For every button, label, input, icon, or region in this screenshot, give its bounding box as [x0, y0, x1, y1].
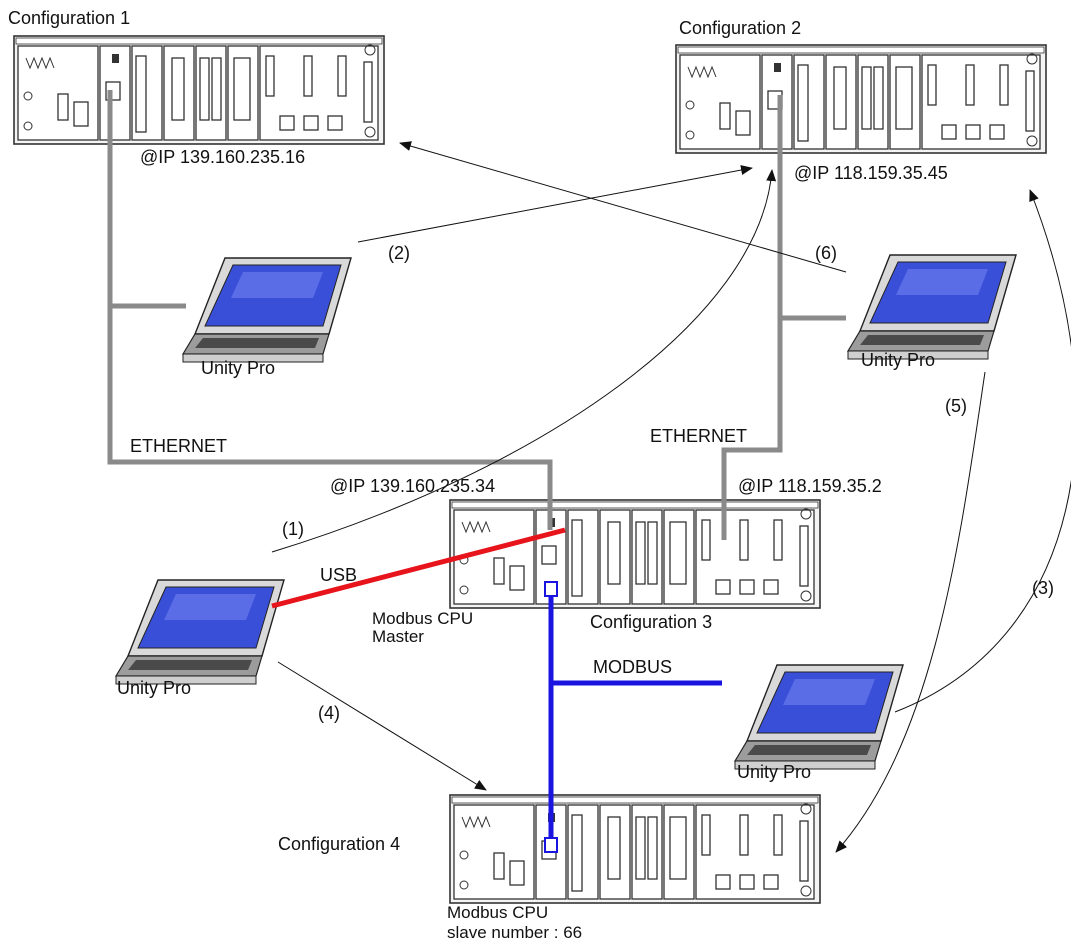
- connection-label-3: (3): [1032, 578, 1054, 598]
- laptop-label-top-right: Unity Pro: [861, 350, 935, 370]
- laptop-icon-top-left: [182, 257, 352, 363]
- laptop-label-bottom-left: Unity Pro: [117, 678, 191, 698]
- usb-cable: [271, 527, 566, 609]
- connection-label-2: (2): [388, 243, 410, 263]
- usb-label: USB: [320, 565, 357, 585]
- config3-cpu-line1: Modbus CPU: [372, 609, 473, 628]
- plc-rack-config1: [13, 35, 385, 145]
- laptop-icon-bottom-left: [115, 579, 285, 685]
- plc-rack-config2: [675, 44, 1047, 154]
- modbus-port-config3: [544, 581, 558, 597]
- config3-title: Configuration 3: [590, 612, 712, 632]
- connection-line-4: [277, 661, 487, 791]
- connection-label-1: (1): [282, 519, 304, 539]
- config3-cpu-line2: Master: [372, 627, 424, 646]
- config3-ip-right: @IP 118.159.35.2: [738, 476, 882, 496]
- connection-line-3: [894, 189, 1071, 713]
- laptop-icon-top-right: [847, 254, 1017, 360]
- config4-title: Configuration 4: [278, 834, 400, 854]
- connection-label-5: (5): [945, 396, 967, 416]
- config3-ip-left: @IP 139.160.235.34: [330, 476, 495, 496]
- connection-label-6: (6): [815, 243, 837, 263]
- plc-rack-config4: [449, 794, 821, 904]
- config4-cpu-line1: Modbus CPU: [447, 903, 548, 922]
- ethernet-label-right: ETHERNET: [650, 426, 747, 446]
- connection-line-1: [271, 169, 777, 553]
- modbus-label: MODBUS: [593, 657, 672, 677]
- laptop-icon-bottom-right: [734, 664, 904, 770]
- modbus-cable: [548, 586, 722, 850]
- ethernet-cable-right: [721, 95, 846, 540]
- config4-cpu-line2: slave number : 66: [447, 923, 582, 942]
- config2-title: Configuration 2: [679, 18, 801, 38]
- config1-title: Configuration 1: [8, 8, 130, 28]
- ethernet-cable-left: [107, 90, 553, 530]
- laptop-label-top-left: Unity Pro: [201, 358, 275, 378]
- plc-rack-config3: [449, 499, 821, 609]
- connection-line-2: [357, 165, 753, 243]
- config1-ip: @IP 139.160.235.16: [140, 147, 305, 167]
- connection-label-4: (4): [318, 703, 340, 723]
- laptop-label-bottom-right: Unity Pro: [737, 762, 811, 782]
- modbus-port-config4: [544, 837, 558, 853]
- connection-line-5: [835, 371, 986, 853]
- config2-ip: @IP 118.159.35.45: [794, 163, 948, 183]
- ethernet-label-left: ETHERNET: [130, 436, 227, 456]
- connection-line-6: [399, 141, 847, 273]
